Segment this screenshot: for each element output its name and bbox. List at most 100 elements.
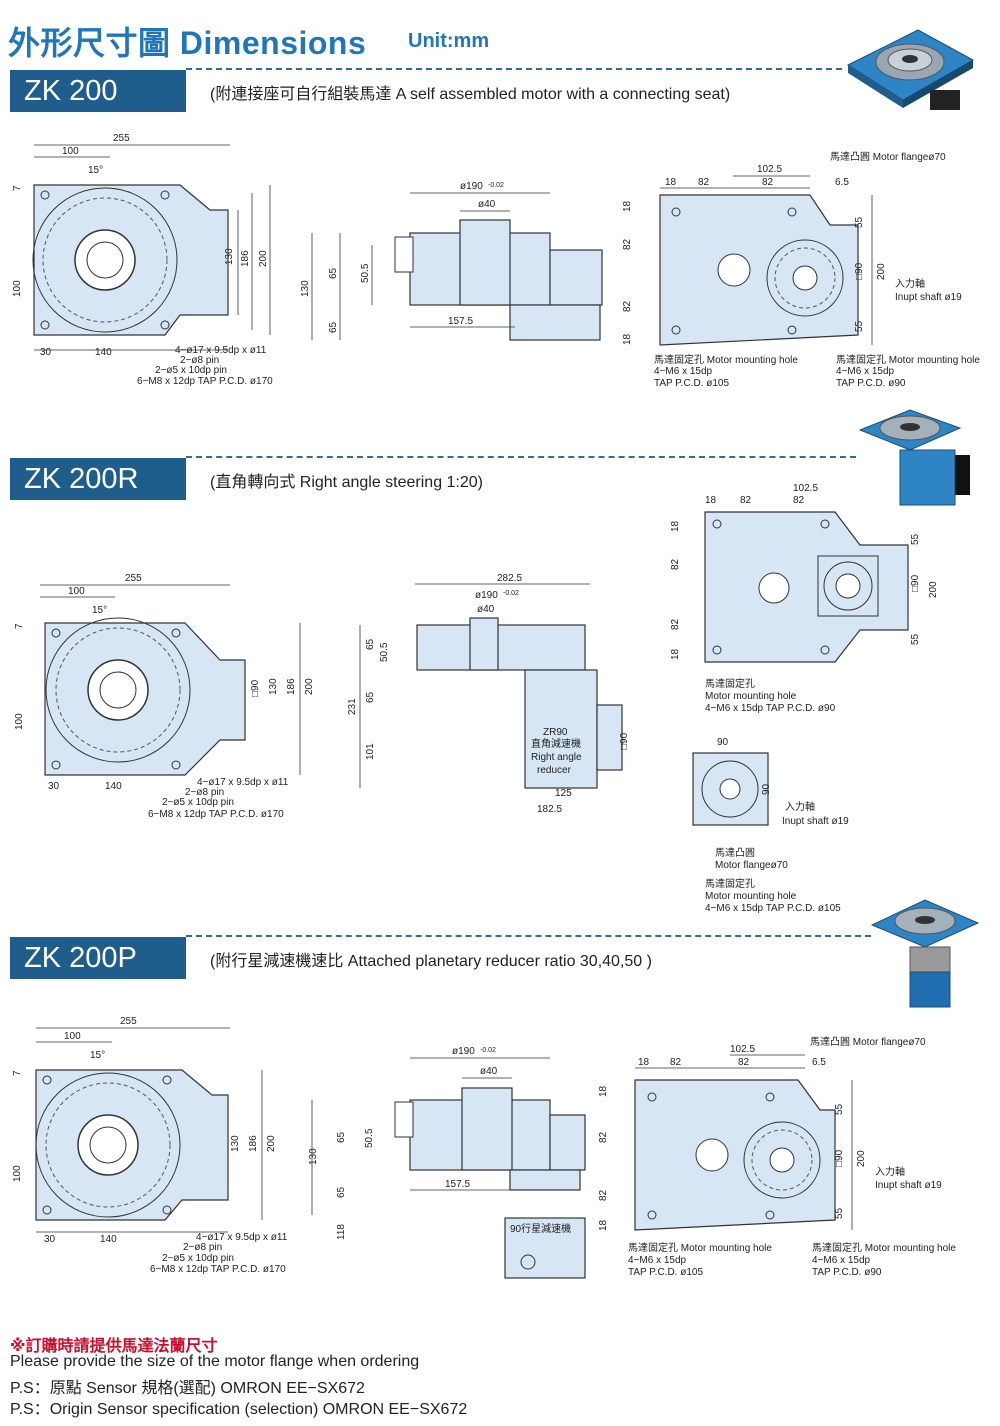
svg-text:100: 100 bbox=[12, 1165, 23, 1182]
svg-text:ø190: ø190 bbox=[452, 1046, 475, 1057]
svg-text:130: 130 bbox=[224, 248, 235, 265]
svg-text:140: 140 bbox=[95, 347, 112, 358]
svg-text:200: 200 bbox=[876, 263, 887, 280]
svg-text:65: 65 bbox=[328, 321, 339, 333]
svg-text:入力軸: 入力軸 bbox=[875, 1165, 905, 1178]
svg-text:4−ø17 x 9.5dp x ø11: 4−ø17 x 9.5dp x ø11 bbox=[197, 777, 289, 788]
svg-text:4−M6 x 15dp: 4−M6 x 15dp bbox=[654, 366, 713, 377]
svg-text:82: 82 bbox=[622, 238, 633, 250]
svg-text:255: 255 bbox=[120, 1016, 137, 1027]
svg-text:90: 90 bbox=[761, 783, 772, 795]
svg-text:Motor mounting hole: Motor mounting hole bbox=[705, 691, 797, 702]
svg-text:200: 200 bbox=[928, 581, 939, 598]
svg-text:□90: □90 bbox=[834, 1149, 845, 1167]
svg-text:100: 100 bbox=[64, 1031, 81, 1042]
sensor-note-cn: P.S：原點 Sensor 規格(選配) OMRON EE−SX672 bbox=[10, 1380, 365, 1397]
svg-text:30: 30 bbox=[40, 347, 52, 358]
svg-text:157.5: 157.5 bbox=[448, 316, 473, 327]
svg-text:2−ø8 pin: 2−ø8 pin bbox=[185, 787, 224, 798]
svg-text:直角減速機: 直角減速機 bbox=[531, 737, 581, 750]
svg-text:90: 90 bbox=[717, 737, 729, 748]
svg-text:30: 30 bbox=[44, 1234, 56, 1245]
svg-text:□90: □90 bbox=[854, 262, 865, 280]
svg-text:130: 130 bbox=[230, 1135, 241, 1152]
svg-text:TAP P.C.D. ø105: TAP P.C.D. ø105 bbox=[654, 378, 729, 389]
svg-text:100: 100 bbox=[12, 280, 23, 297]
order-note-cn: ※訂購時請提供馬達法蘭尺寸 bbox=[10, 1338, 218, 1355]
svg-text:50.5: 50.5 bbox=[364, 1128, 375, 1148]
svg-text:82: 82 bbox=[670, 1057, 682, 1068]
svg-text:2−ø8 pin: 2−ø8 pin bbox=[180, 355, 219, 366]
svg-text:Inupt shaft ø19: Inupt shaft ø19 bbox=[782, 816, 849, 827]
svg-text:Inupt shaft ø19: Inupt shaft ø19 bbox=[875, 1180, 942, 1191]
svg-text:55: 55 bbox=[834, 1103, 845, 1115]
svg-text:182.5: 182.5 bbox=[537, 804, 562, 815]
svg-text:TAP P.C.D. ø90: TAP P.C.D. ø90 bbox=[836, 378, 906, 389]
svg-text:100: 100 bbox=[68, 586, 85, 597]
svg-text:65: 65 bbox=[328, 267, 339, 279]
svg-text:Motor flangeø70: Motor flangeø70 bbox=[715, 860, 788, 871]
svg-text:18: 18 bbox=[670, 520, 681, 532]
svg-text:200: 200 bbox=[266, 1135, 277, 1152]
svg-text:186: 186 bbox=[248, 1135, 259, 1152]
svg-text:馬達固定孔 Motor mounting hole: 馬達固定孔 Motor mounting hole bbox=[812, 1241, 956, 1254]
svg-text:102.5: 102.5 bbox=[793, 483, 818, 494]
svg-text:4−M6 x 15dp: 4−M6 x 15dp bbox=[812, 1255, 871, 1266]
svg-text:140: 140 bbox=[100, 1234, 117, 1245]
svg-text:125: 125 bbox=[555, 788, 572, 799]
svg-text:55: 55 bbox=[854, 216, 865, 228]
svg-text:282.5: 282.5 bbox=[497, 573, 522, 584]
svg-text:Right angle: Right angle bbox=[531, 752, 582, 763]
svg-text:18: 18 bbox=[665, 177, 677, 188]
svg-text:2−ø5 x 10dp pin: 2−ø5 x 10dp pin bbox=[162, 1253, 234, 1264]
svg-text:TAP P.C.D. ø105: TAP P.C.D. ø105 bbox=[628, 1267, 703, 1278]
svg-text:18: 18 bbox=[638, 1057, 650, 1068]
svg-text:馬達固定孔 Motor mounting hole: 馬達固定孔 Motor mounting hole bbox=[628, 1241, 772, 1254]
svg-text:186: 186 bbox=[286, 678, 297, 695]
svg-text:Inupt shaft ø19: Inupt shaft ø19 bbox=[895, 292, 962, 303]
product-image-zk200 bbox=[846, 29, 975, 110]
svg-text:7: 7 bbox=[14, 623, 25, 629]
svg-text:55: 55 bbox=[854, 320, 865, 332]
svg-text:255: 255 bbox=[125, 573, 142, 584]
section-description: (附行星減速機速比 Attached planetary reducer rat… bbox=[210, 953, 652, 970]
svg-text:82: 82 bbox=[670, 618, 681, 630]
svg-text:2−ø5 x 10dp pin: 2−ø5 x 10dp pin bbox=[162, 797, 234, 808]
sensor-note-en: P.S：Origin Sensor specification (selecti… bbox=[10, 1401, 468, 1418]
section-label-zk200r: ZK 200R bbox=[10, 458, 186, 500]
svg-text:82: 82 bbox=[740, 495, 752, 506]
svg-text:6−M8 x 12dp TAP P.C.D. ø170: 6−M8 x 12dp TAP P.C.D. ø170 bbox=[137, 376, 273, 387]
svg-text:4−ø17 x 9.5dp x ø11: 4−ø17 x 9.5dp x ø11 bbox=[196, 1232, 288, 1243]
svg-text:255: 255 bbox=[113, 133, 130, 144]
svg-text:118: 118 bbox=[336, 1224, 347, 1240]
side-view-drawing-r: 282.5 ø190-0.02 ø40 ZR90 直角減速機 Right ang… bbox=[347, 573, 630, 815]
svg-text:186: 186 bbox=[240, 250, 251, 267]
svg-text:15°: 15° bbox=[88, 165, 103, 176]
svg-text:4−ø17 x 9.5dp x ø11: 4−ø17 x 9.5dp x ø11 bbox=[175, 345, 267, 356]
svg-text:ø190: ø190 bbox=[475, 590, 498, 601]
svg-text:-0.02: -0.02 bbox=[503, 590, 519, 597]
svg-text:入力軸: 入力軸 bbox=[895, 277, 925, 290]
svg-text:TAP P.C.D. ø90: TAP P.C.D. ø90 bbox=[812, 1267, 882, 1278]
svg-text:ø190: ø190 bbox=[460, 181, 483, 192]
svg-text:7: 7 bbox=[12, 1070, 23, 1076]
svg-text:18: 18 bbox=[598, 1219, 609, 1231]
svg-text:馬達固定孔: 馬達固定孔 bbox=[705, 877, 755, 890]
svg-text:140: 140 bbox=[105, 781, 122, 792]
svg-text:65: 65 bbox=[365, 638, 376, 650]
svg-text:18: 18 bbox=[705, 495, 717, 506]
product-image-zk200p bbox=[870, 899, 980, 1008]
svg-text:50.5: 50.5 bbox=[379, 642, 390, 662]
order-note-en: Please provide the size of the motor fla… bbox=[10, 1353, 420, 1370]
section-label-zk200p: ZK 200P bbox=[10, 937, 186, 979]
svg-text:□90: □90 bbox=[619, 732, 630, 750]
svg-text:82: 82 bbox=[670, 558, 681, 570]
section-description: (附連接座可自行組裝馬達 A self assembled motor with… bbox=[210, 86, 731, 103]
svg-text:ø40: ø40 bbox=[478, 199, 496, 210]
svg-text:reducer: reducer bbox=[537, 765, 572, 776]
svg-text:ZR90: ZR90 bbox=[543, 727, 568, 738]
